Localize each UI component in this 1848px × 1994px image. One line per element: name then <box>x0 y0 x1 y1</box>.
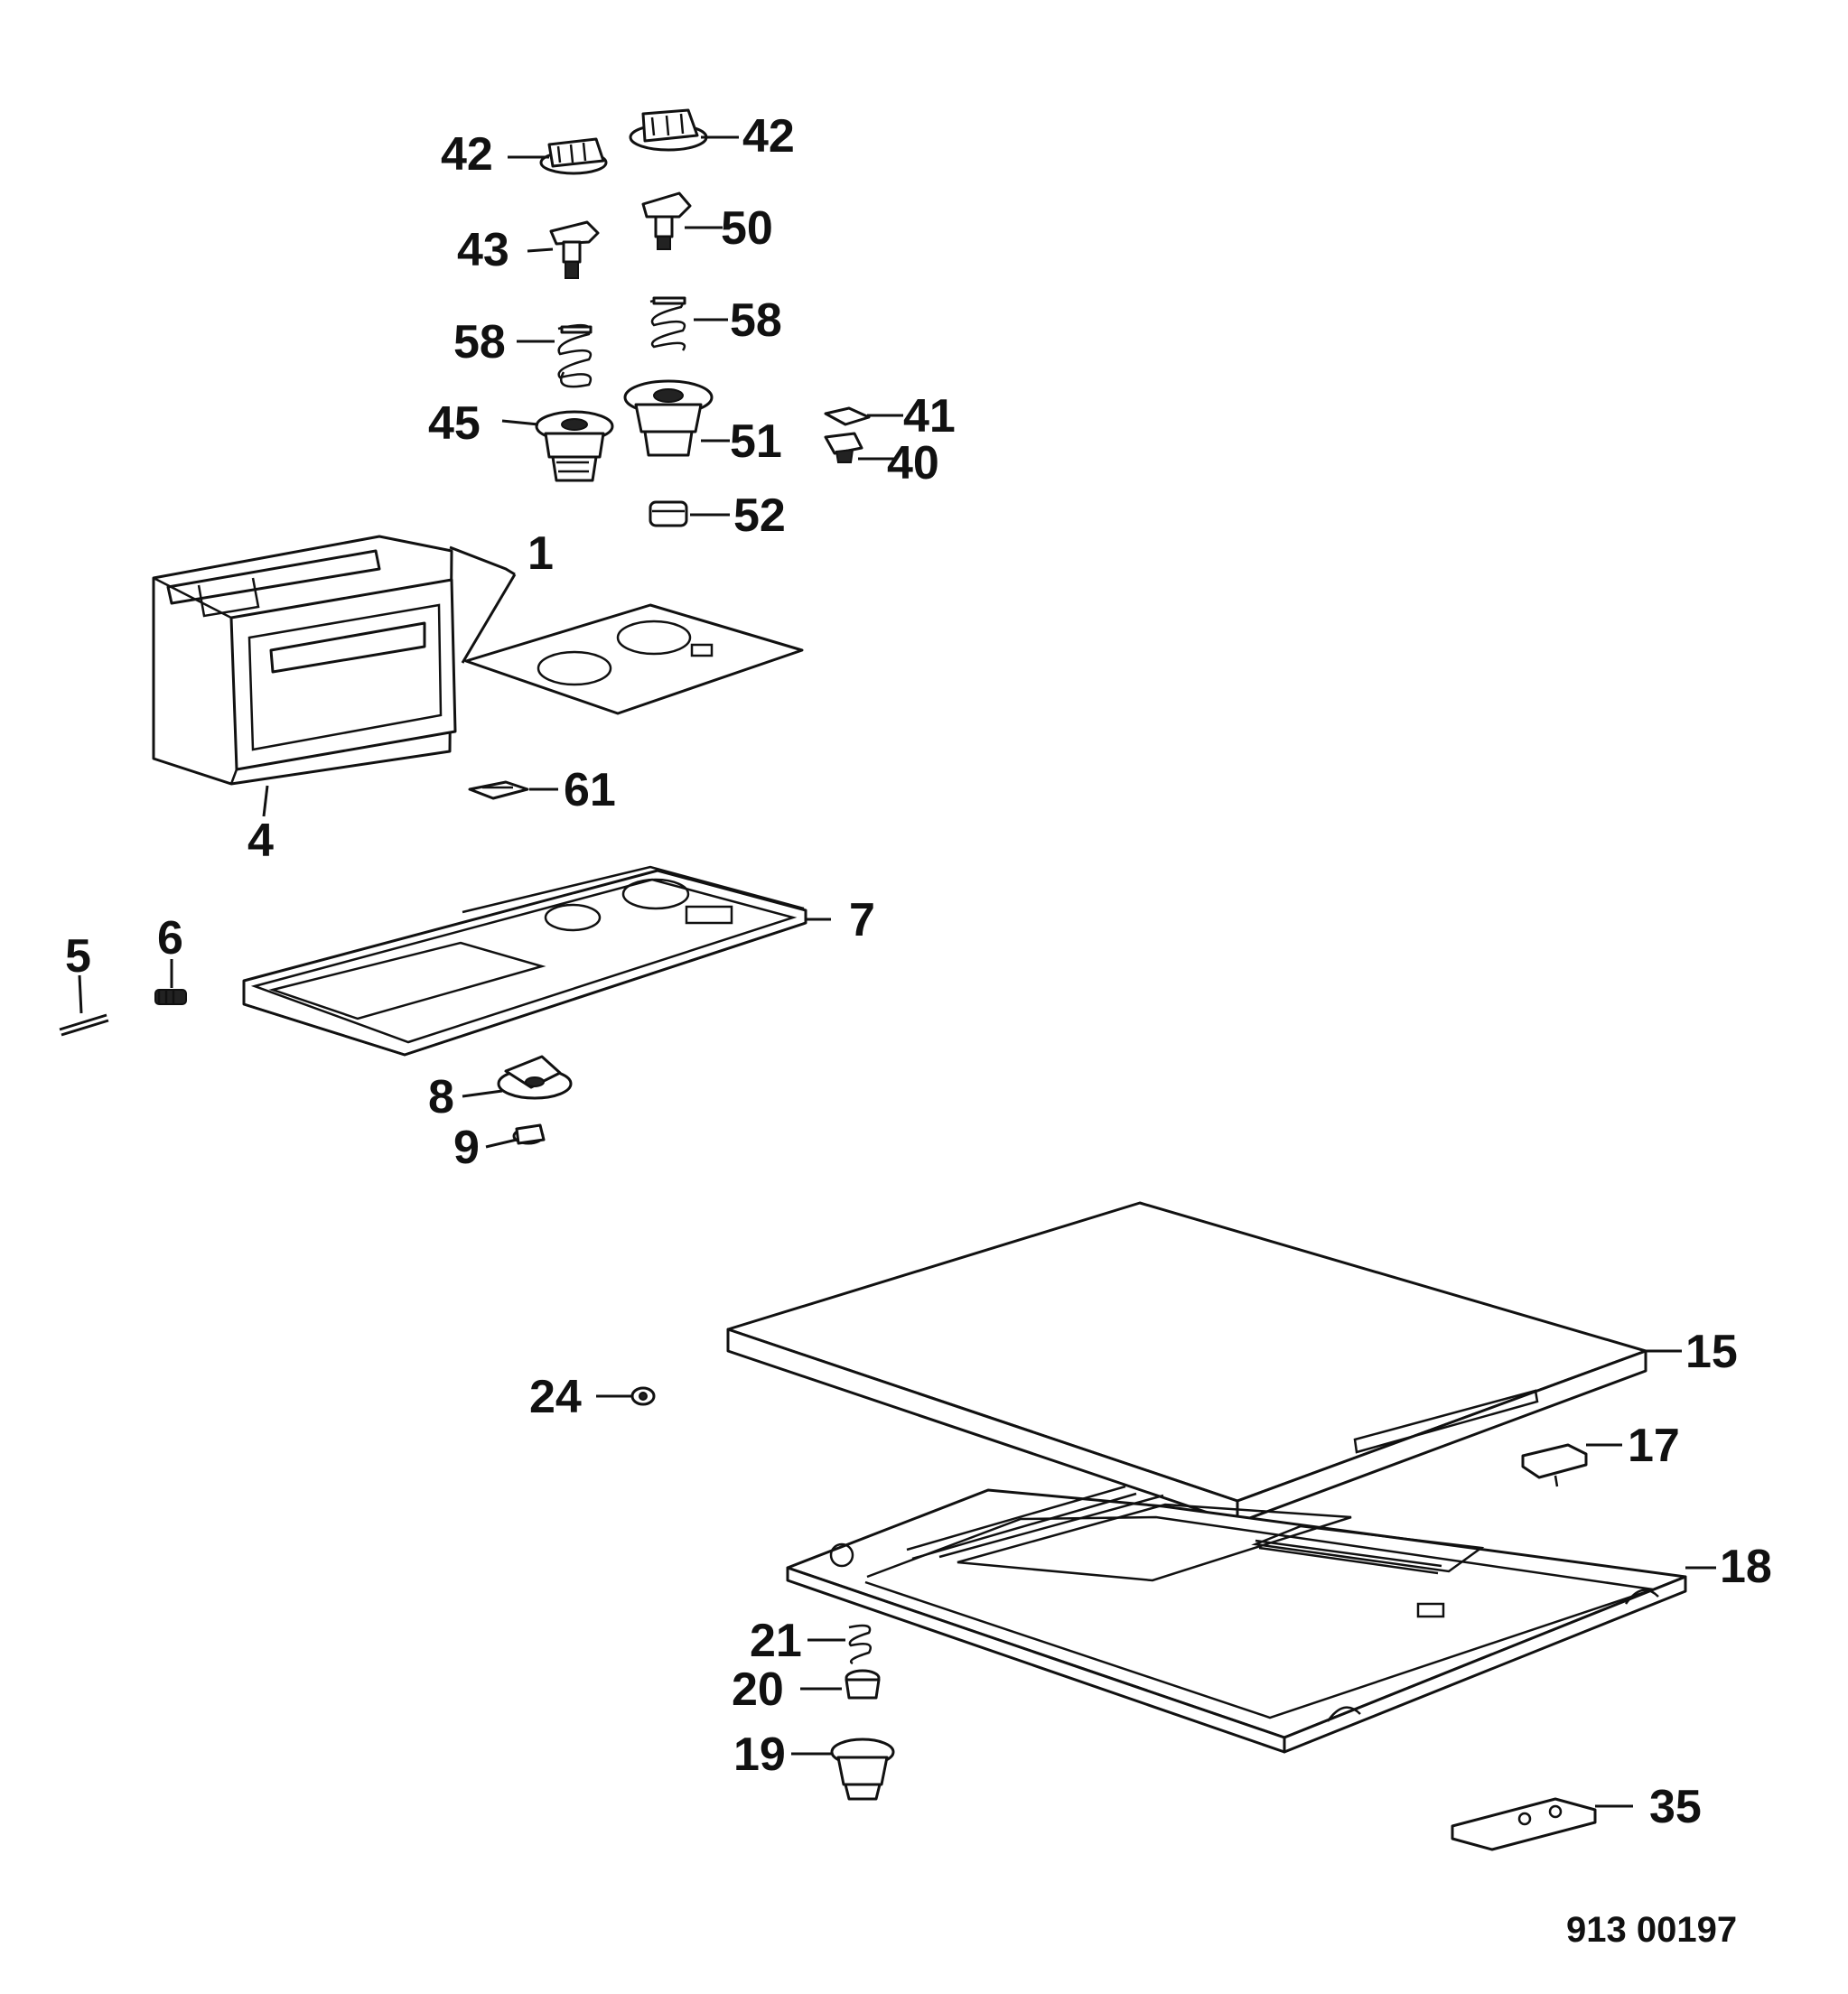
part-41-clip <box>824 406 871 426</box>
label-1: 1 <box>527 527 554 580</box>
label-21: 21 <box>750 1615 802 1667</box>
part-58-spring-left <box>557 323 593 388</box>
part-6-screw <box>154 989 187 1005</box>
part-18-base-tray <box>786 1485 1687 1754</box>
part-43-knob-spindle <box>549 220 600 279</box>
label-40: 40 <box>887 437 939 489</box>
label-35: 35 <box>1649 1781 1702 1833</box>
part-15-lid <box>726 1201 1647 1524</box>
label-45: 45 <box>428 397 481 450</box>
part-35-plate <box>1451 1797 1597 1851</box>
label-17: 17 <box>1628 1420 1680 1472</box>
part-40-clip <box>824 432 863 463</box>
label-41: 41 <box>903 390 956 443</box>
label-19: 19 <box>733 1728 786 1781</box>
label-15: 15 <box>1685 1326 1738 1378</box>
part-61-gasket <box>468 780 529 800</box>
label-42-right: 42 <box>742 110 795 163</box>
part-42-right <box>629 108 708 152</box>
callout-labels: 42 42 43 50 58 58 45 51 41 40 52 1 61 4 … <box>65 110 1772 1950</box>
label-58-right: 58 <box>730 294 782 347</box>
label-51: 51 <box>730 415 782 468</box>
label-50: 50 <box>721 202 773 255</box>
part-17-bracket <box>1521 1443 1588 1487</box>
label-9: 9 <box>453 1122 480 1174</box>
label-20: 20 <box>732 1663 784 1716</box>
label-61: 61 <box>564 764 616 816</box>
part-9-cap <box>512 1123 546 1145</box>
label-18: 18 <box>1720 1541 1772 1593</box>
part-19-foot <box>830 1738 895 1801</box>
part-42-left <box>539 137 608 175</box>
part-20-cap <box>845 1669 881 1700</box>
label-5: 5 <box>65 930 91 983</box>
part-5-pin <box>59 1013 109 1037</box>
part-4-frame <box>152 535 457 786</box>
label-58-left: 58 <box>453 316 506 368</box>
label-6: 6 <box>157 912 183 964</box>
part-21-spring <box>848 1624 872 1665</box>
drawing-reference-number: 913 00197 <box>1566 1910 1737 1950</box>
label-52: 52 <box>733 489 786 542</box>
part-8-switch <box>497 1055 573 1100</box>
label-24: 24 <box>529 1371 582 1423</box>
label-7: 7 <box>849 894 875 946</box>
part-7-control-tray <box>242 865 807 1057</box>
leader-lines <box>78 135 1716 1808</box>
part-58-spring-right <box>649 296 686 351</box>
label-8: 8 <box>428 1071 454 1123</box>
part-45-valve-body <box>535 410 614 482</box>
label-42-left: 42 <box>441 128 493 181</box>
part-51-valve-body <box>623 379 714 457</box>
part-52-nut <box>649 500 688 527</box>
part-24-grommet <box>630 1386 656 1406</box>
part-1-plate <box>464 603 804 715</box>
part-50-knob-spindle <box>641 191 692 250</box>
label-43: 43 <box>457 224 509 276</box>
label-4: 4 <box>247 815 274 867</box>
